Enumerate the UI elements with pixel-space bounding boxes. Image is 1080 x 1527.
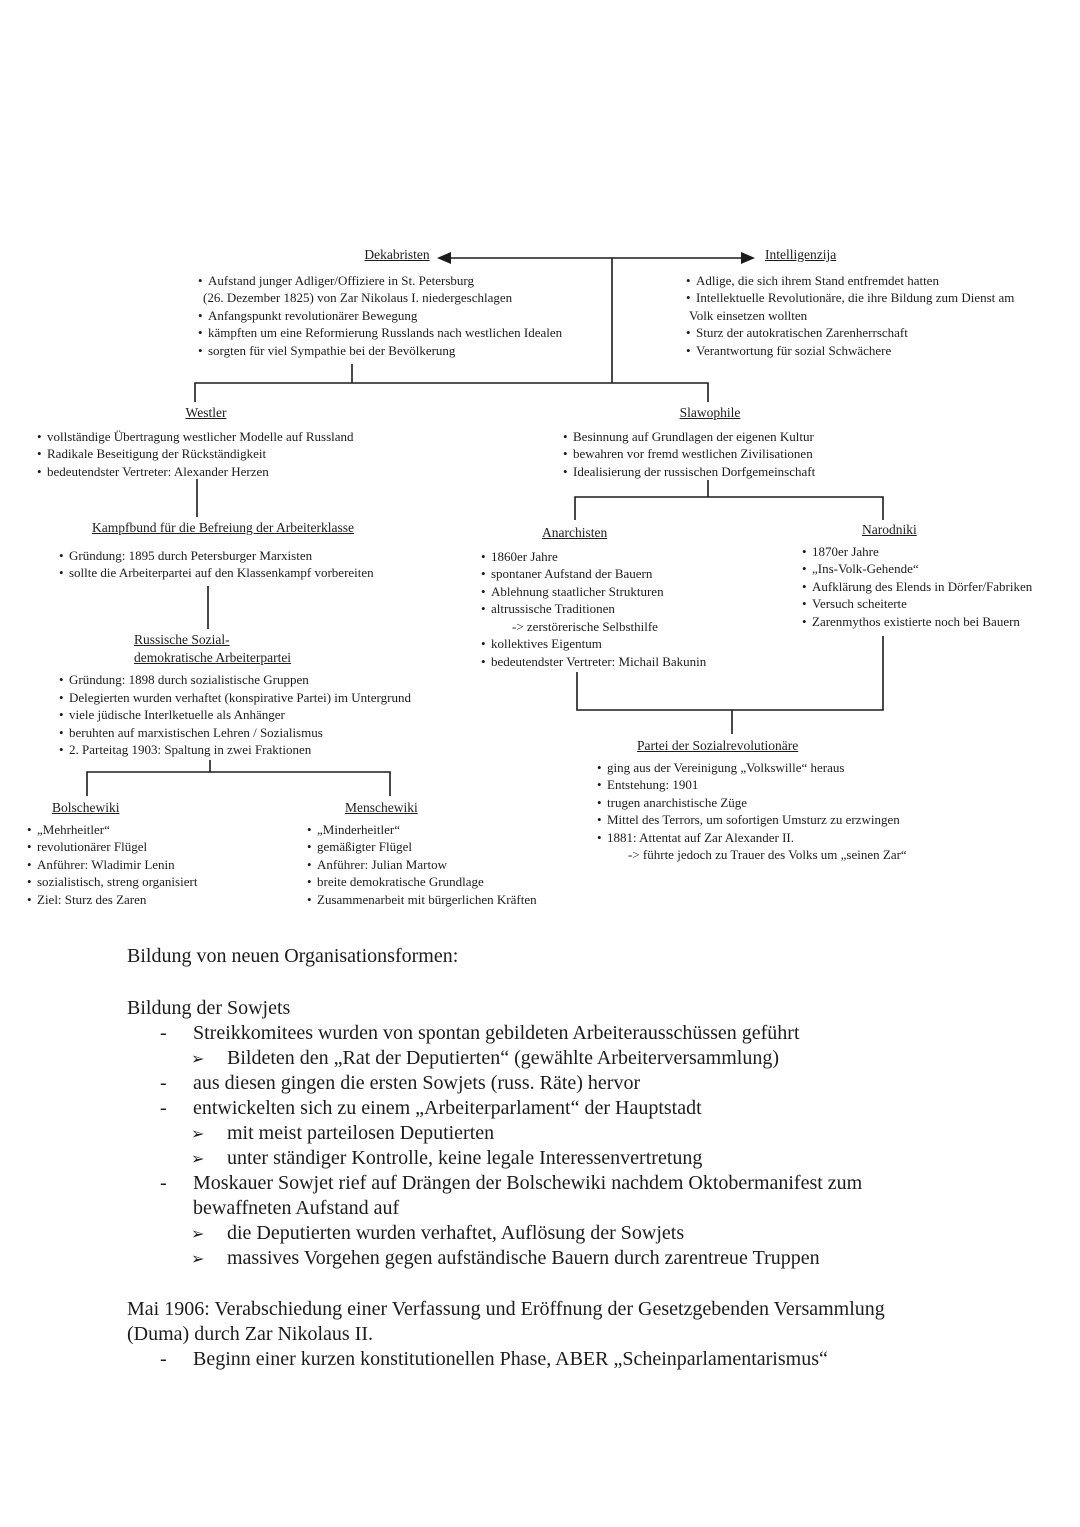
bullet-line: 1881: Attentat auf Zar Alexander II. <box>596 829 961 847</box>
dash-item: entwickelten sich zu einem „Arbeiterparl… <box>127 1096 911 1121</box>
bullet-line: bedeutendster Vertreter: Alexander Herze… <box>36 463 376 481</box>
node-title: Partei der Sozialrevolutionäre <box>637 738 799 753</box>
bullet-line: Anführer: Julian Martow <box>306 856 566 874</box>
bullet-line: „Mehrheitler“ <box>26 821 246 839</box>
diagram-node-anarchisten: Anarchisten 1860er Jahre spontaner Aufst… <box>480 524 750 670</box>
node-title: Slawophile <box>679 405 741 420</box>
diagram-node-menschewiki: Menschewiki „Minderheitler“ gemäßigter F… <box>306 799 566 908</box>
bullet-line: gemäßigter Flügel <box>306 838 566 856</box>
node-title: Menschewiki <box>345 800 418 815</box>
diagram-node-slawophile: Slawophile Besinnung auf Grundlagen der … <box>562 404 858 480</box>
closing-paragraph: Mai 1906: Verabschiedung einer Verfassun… <box>127 1298 885 1345</box>
bullet-line: altrussische Traditionen <box>480 600 750 618</box>
dash-item: Beginn einer kurzen konstitutionellen Ph… <box>127 1347 911 1372</box>
bullet-line: kollektives Eigentum <box>480 635 750 653</box>
bullet-line: spontaner Aufstand der Bauern <box>480 565 750 583</box>
bullet-line: sozialistisch, streng organisiert <box>26 873 246 891</box>
bullet-line: Entstehung: 1901 <box>596 776 961 794</box>
bullet-line: bewahren vor fremd westlichen Zivilisati… <box>562 445 858 463</box>
diagram-node-westler: Westler vollständige Übertragung westlic… <box>36 404 376 480</box>
node-title: Anarchisten <box>542 525 608 540</box>
bullet-line: Radikale Beseitigung der Rückständigkeit <box>36 445 376 463</box>
arrow-item: Bildeten den „Rat der Deputierten“ (gewä… <box>127 1046 911 1071</box>
arrow-item: unter ständiger Kontrolle, keine legale … <box>127 1146 911 1171</box>
bullet-line: Zusammenarbeit mit bürgerlichen Kräften <box>306 891 566 909</box>
dash-item: Streikkomitees wurden von spontan gebild… <box>127 1021 911 1046</box>
bullet-line: Versuch scheiterte <box>801 595 1056 613</box>
bullet-line: Aufklärung des Elends in Dörfer/Fabriken <box>801 578 1056 596</box>
bullet-line: beruhten auf marxistischen Lehren / Sozi… <box>58 724 478 742</box>
section-heading: Bildung von neuen Organisationsformen: <box>127 945 459 967</box>
bullet-line: Gründung: 1895 durch Petersburger Marxis… <box>58 547 388 565</box>
bullet-line: 2. Parteitag 1903: Spaltung in zwei Frak… <box>58 741 478 759</box>
bullet-line: 1870er Jahre <box>801 543 1056 561</box>
bullet-line: Anfangspunkt revolutionärer Bewegung <box>197 307 597 325</box>
diagram-node-dekabristen: Dekabristen Aufstand junger Adliger/Offi… <box>197 246 597 359</box>
bullet-line: vollständige Übertragung westlicher Mode… <box>36 428 376 446</box>
diagram-node-kampfbund: Kampfbund für die Befreiung der Arbeiter… <box>58 519 388 582</box>
node-title: demokratische Arbeiterpartei <box>134 649 292 665</box>
bullet-line: trugen anarchistische Züge <box>596 794 961 812</box>
sub-arrow-line: -> zerstörerische Selbsthilfe <box>512 618 658 634</box>
bullet-line: Intellektuelle Revolutionäre, die ihre B… <box>685 289 1060 307</box>
diagram-node-bolschewiki: Bolschewiki „Mehrheitler“ revolutionärer… <box>26 799 246 908</box>
bullet-line: Ablehnung staatlicher Strukturen <box>480 583 750 601</box>
bullet-line: Mittel des Terrors, um sofortigen Umstur… <box>596 811 961 829</box>
diagram-node-narodniki: Narodniki 1870er Jahre „Ins-Volk-Gehende… <box>801 521 1056 630</box>
bullet-line: Anführer: Wladimir Lenin <box>26 856 246 874</box>
diagram-node-rsdap: Russische Sozial- demokratische Arbeiter… <box>58 631 478 759</box>
bullet-line: sollte die Arbeiterpartei auf den Klasse… <box>58 564 388 582</box>
bullet-line: „Minderheitler“ <box>306 821 566 839</box>
bullet-line: Delegierten wurden verhaftet (konspirati… <box>58 689 478 707</box>
continuation-line: (26. Dezember 1825) von Zar Nikolaus I. … <box>203 290 513 305</box>
continuation-line: Volk einsetzen wollten <box>689 307 808 323</box>
bullet-line: Zarenmythos existierte noch bei Bauern <box>801 613 1056 631</box>
bullet-line: 1860er Jahre <box>480 548 750 566</box>
bullet-line: Aufstand junger Adliger/Offiziere in St.… <box>197 272 597 290</box>
bullet-line: revolutionärer Flügel <box>26 838 246 856</box>
bullet-line: Ziel: Sturz des Zaren <box>26 891 246 909</box>
sub-arrow-line: -> führte jedoch zu Trauer des Volks um … <box>628 847 907 862</box>
bullet-line: ging aus der Vereinigung „Volkswille“ he… <box>596 759 961 777</box>
bullet-line: breite demokratische Grundlage <box>306 873 566 891</box>
bullet-line: viele jüdische Interlketuelle als Anhäng… <box>58 706 478 724</box>
bullet-line: sorgten für viel Sympathie bei der Bevöl… <box>197 342 597 360</box>
bullet-line: Verantwortung für sozial Schwächere <box>685 342 1060 360</box>
node-title: Intelligenzija <box>765 247 837 262</box>
dash-item: aus diesen gingen die ersten Sowjets (ru… <box>127 1071 911 1096</box>
diagram-node-partei-der-sozialrevolutionaere: Partei der Sozialrevolutionäre ging aus … <box>596 737 961 864</box>
bullet-line: kämpften um eine Reformierung Russlands … <box>197 324 597 342</box>
bullet-line: Adlige, die sich ihrem Stand entfremdet … <box>685 272 1060 290</box>
node-title: Kampfbund für die Befreiung der Arbeiter… <box>91 520 355 535</box>
bullet-line: Sturz der autokratischen Zarenherrschaft <box>685 324 1060 342</box>
node-title: Dekabristen <box>364 247 430 262</box>
diagram-node-intelligenzija: Intelligenzija Adlige, die sich ihrem St… <box>685 246 1060 359</box>
node-title: Bolschewiki <box>52 800 120 815</box>
bullet-line: Besinnung auf Grundlagen der eigenen Kul… <box>562 428 858 446</box>
subsection-heading: Bildung der Sowjets <box>127 997 291 1019</box>
bullet-line: „Ins-Volk-Gehende“ <box>801 560 1056 578</box>
arrow-item: massives Vorgehen gegen aufständische Ba… <box>127 1246 911 1271</box>
bullet-line: bedeutendster Vertreter: Michail Bakunin <box>480 653 750 671</box>
node-title: Westler <box>185 405 227 420</box>
arrow-item: die Deputierten wurden verhaftet, Auflös… <box>127 1221 911 1246</box>
dash-item: Moskauer Sowjet rief auf Drängen der Bol… <box>127 1171 911 1221</box>
bullet-line: Idealisierung der russischen Dorfgemeins… <box>562 463 858 481</box>
notes-section: Bildung von neuen Organisationsformen: B… <box>127 944 911 1372</box>
arrow-item: mit meist parteilosen Deputierten <box>127 1121 911 1146</box>
node-title: Russische Sozial- <box>134 632 230 647</box>
bullet-line: Gründung: 1898 durch sozialistische Grup… <box>58 671 478 689</box>
node-title: Narodniki <box>862 522 917 537</box>
